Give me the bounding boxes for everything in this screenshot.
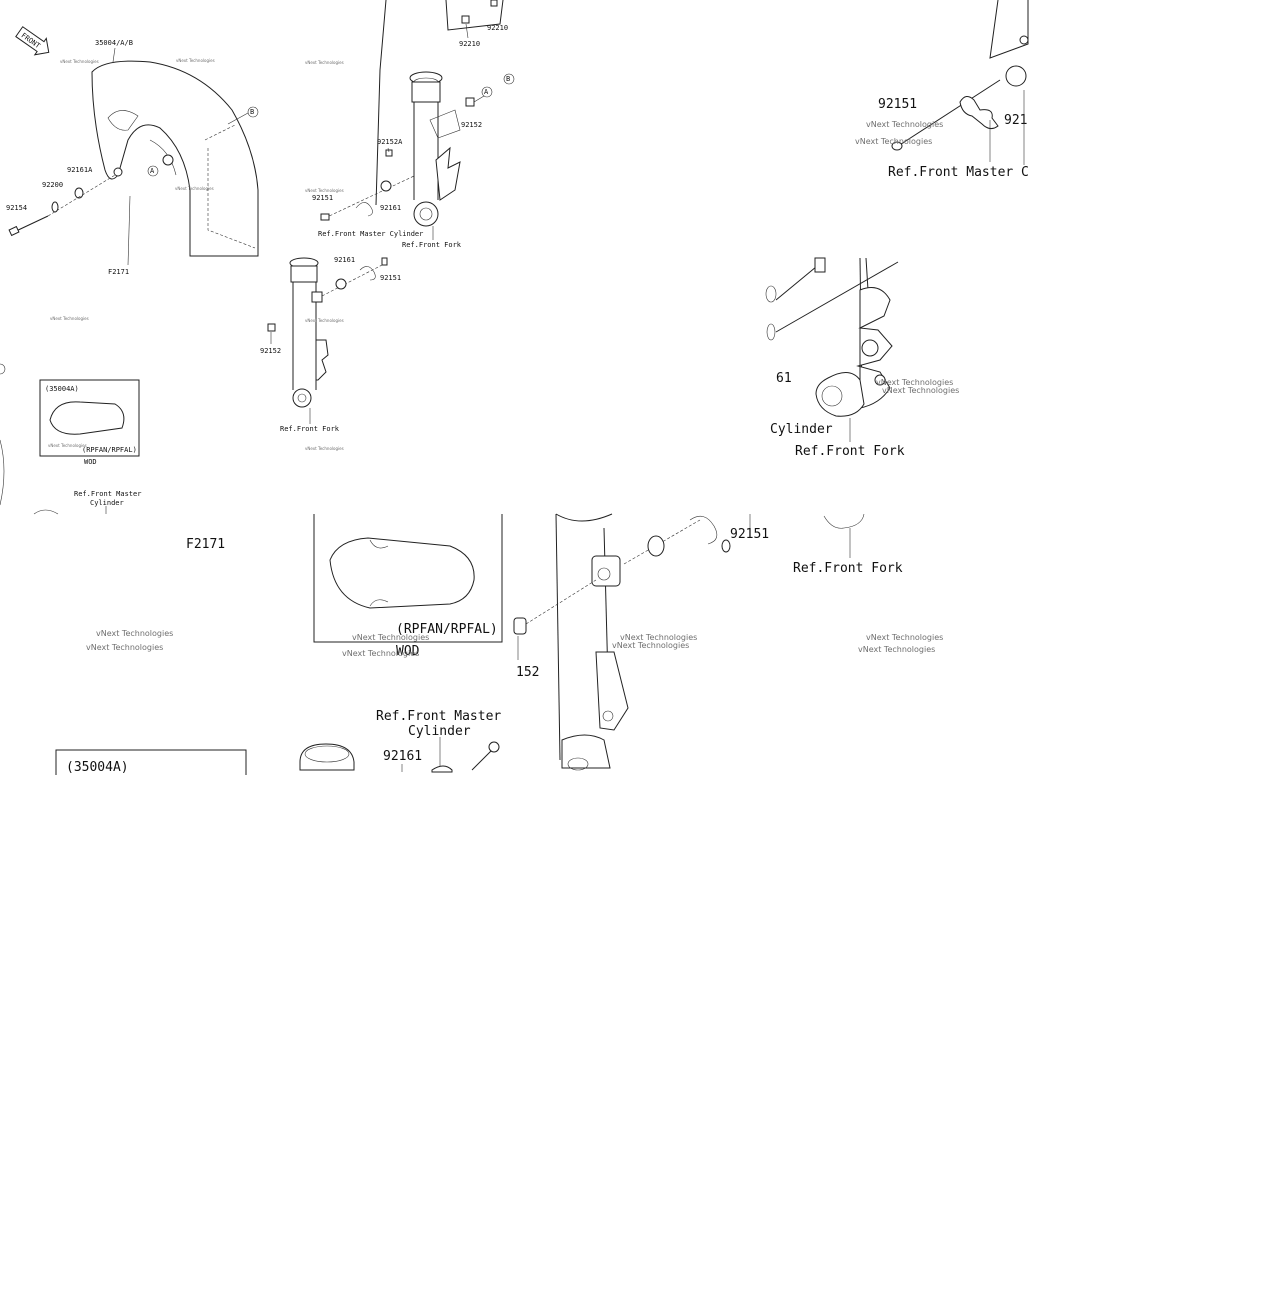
fender-tile: FRONT 35004/A/B 92161A 92200 92154 [0, 0, 515, 515]
inset-color-code: WOD [84, 458, 97, 466]
marker-a-2: A [484, 88, 489, 96]
fender-variant-inset-zoom: (RPFAN/RPFAL) WOD [313, 514, 503, 659]
watermark-4: vNext Technologies [175, 186, 214, 191]
inset-part-number-zoom: (35004A) [66, 760, 129, 775]
label-f2171: F2171 [108, 268, 129, 276]
ref-master-line2-zoom: Cylinder [408, 724, 471, 739]
label-92161-upper: 92161 [380, 204, 401, 212]
zoom-tile-master-cylinder: 92151 921 Ref.Front Master C vNext Techn… [855, 0, 1029, 180]
label-92152a: 92152A [377, 138, 403, 146]
zoom-tile-inset: F2171 vNext Technologies vNext Technolog… [52, 513, 769, 785]
ref-master-cylinder-zoom: Ref.Front Master C [888, 165, 1029, 180]
bolt-92152 [465, 95, 485, 107]
fender-part-number: 35004/A/B [95, 39, 133, 47]
ref-front-fork-zoom-2: Ref.Front Fork [793, 561, 903, 576]
bolt-92210-b: 92210 [487, 0, 508, 32]
watermark-zoom-3: vNext Technologies [866, 633, 943, 642]
watermark-zoom-5b: vNext Technologies [342, 649, 419, 658]
ref-cylinder-fragment: Cylinder [770, 422, 833, 437]
label-92210-a: 92210 [459, 40, 480, 48]
watermark-zoom-6b: vNext Technologies [612, 641, 689, 650]
bolt-92151-bottom [471, 741, 500, 771]
marker-a-1: A [150, 167, 155, 175]
watermark-5: vNext Technologies [305, 188, 344, 193]
inset-spec-zoom: (RPFAN/RPFAL) [396, 622, 498, 637]
ref-front-fork-zoom-1: Ref.Front Fork [795, 444, 905, 459]
label-92161a: 92161A [67, 166, 93, 174]
bolt-92154 [8, 215, 49, 237]
watermark-6: vNext Technologies [50, 316, 89, 321]
watermark-zoom-4: vNext Technologies [96, 629, 173, 638]
label-92151-lower: 92151 [380, 274, 401, 282]
ref-master-line2-small: Cylinder [90, 499, 124, 507]
watermark-8: vNext Technologies [48, 443, 87, 448]
watermark-3: vNext Technologies [305, 60, 344, 65]
watermark-zoom-3b: vNext Technologies [858, 645, 935, 654]
watermark-2: vNext Technologies [176, 58, 215, 63]
front-fork-leg-lower [289, 257, 329, 408]
watermark-zoom-1: vNext Technologies [866, 120, 943, 129]
watermark-9: vNext Technologies [305, 446, 344, 451]
ref-front-fork-upper: Ref.Front Fork [402, 241, 462, 249]
washer-92200 [51, 201, 59, 213]
ref-master-cylinder-upper: Ref.Front Master Cylinder [318, 230, 423, 238]
marker-b-1: B [250, 108, 254, 116]
zoom-tile-front-fork: 61 Cylinder Ref.Front Fork vNext Technol… [765, 257, 959, 654]
watermark-zoom-1b: vNext Technologies [855, 137, 932, 146]
label-61-fragment: 61 [776, 371, 792, 386]
ref-master-line1-zoom: Ref.Front Master [376, 709, 501, 724]
inset-part-number: (35004A) [45, 385, 79, 393]
label-92151-zoom-2: 92151 [730, 527, 769, 542]
label-92210-b: 92210 [487, 24, 508, 32]
ref-front-fork-lower: Ref.Front Fork [280, 425, 340, 433]
fender-variant-inset: (35004A) (RPFAN/RPFAL) WOD [39, 379, 140, 466]
label-921-fragment: 921 [1004, 113, 1027, 128]
marker-b-2: B [506, 75, 510, 83]
front-arrow-icon: FRONT [15, 26, 50, 56]
label-152-fragment: 152 [516, 665, 539, 680]
label-92152-lower: 92152 [260, 347, 281, 355]
inset-color-zoom: WOD [396, 644, 420, 659]
watermark-zoom-4b: vNext Technologies [86, 643, 163, 652]
front-fork-leg-upper [409, 71, 461, 227]
watermark-zoom-2: vNext Technologies [876, 378, 953, 387]
bolt-92210-a: 92210 [459, 15, 480, 48]
label-92161-lower: 92161 [334, 256, 355, 264]
label-92151-upper: 92151 [312, 194, 333, 202]
inset-spec: (RPFAN/RPFAL) [82, 446, 137, 454]
watermark-1: vNext Technologies [60, 59, 99, 64]
label-92161-zoom: 92161 [383, 749, 422, 764]
label-92200: 92200 [42, 181, 63, 189]
watermark-7: vNext Technologies [305, 318, 344, 323]
watermark-zoom-2b: vNext Technologies [882, 386, 959, 395]
front-fork-leg-zoom [555, 513, 629, 771]
ref-master-line1-small: Ref.Front Master [74, 490, 141, 498]
collar-92161a [74, 187, 84, 199]
label-92152-upper: 92152 [461, 121, 482, 129]
label-92151-zoom: 92151 [878, 97, 917, 112]
watermark-zoom-6: vNext Technologies [620, 633, 697, 642]
front-fender-part [91, 60, 259, 257]
label-f2171-zoom: F2171 [186, 537, 225, 552]
label-92154: 92154 [6, 204, 27, 212]
bolt-92151-zoom [891, 65, 1027, 151]
watermark-zoom-5: vNext Technologies [352, 633, 429, 642]
